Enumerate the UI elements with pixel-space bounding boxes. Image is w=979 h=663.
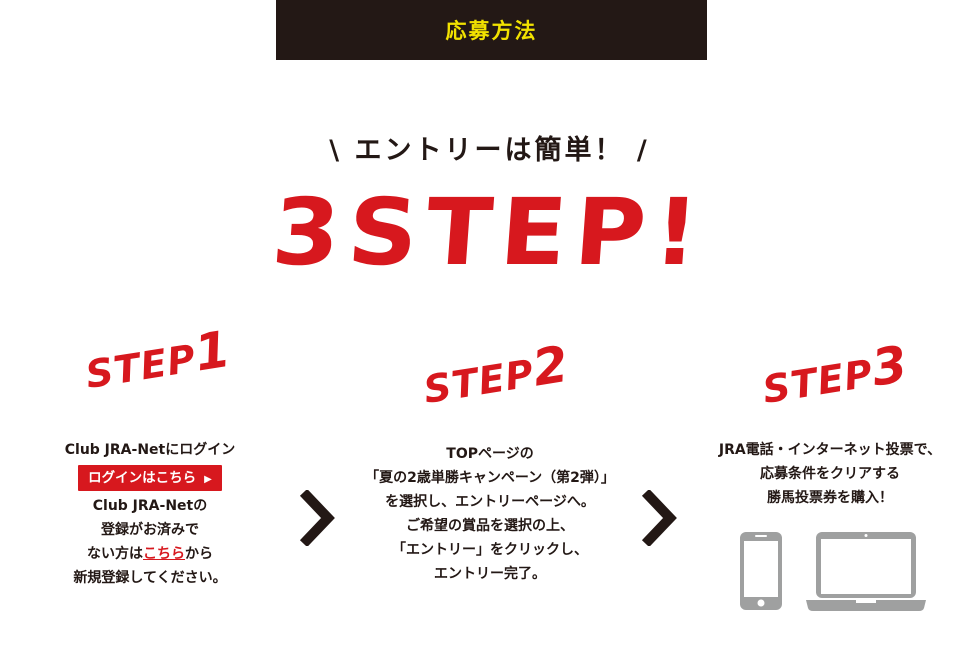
- laptop-icon: [806, 532, 926, 611]
- step2-line: TOPページの: [446, 446, 534, 462]
- step2-label-text: STEP: [420, 351, 538, 413]
- step2-line: ご希望の賞品を選択の上、: [406, 518, 574, 534]
- step3-label: STEP3: [758, 335, 912, 415]
- step3-line: JRA電話・インターネット投票で、: [718, 442, 942, 458]
- entry-tagline: \ エントリーは簡単！ /: [329, 135, 650, 166]
- chevron-right-icon: [300, 490, 335, 546]
- step1-label-num: 1: [190, 319, 236, 383]
- step1-line4: ない方はこちらから: [40, 542, 260, 566]
- step1-description: Club JRA-Netにログイン ログインはこちら ▶ Club JRA-Net…: [40, 438, 260, 590]
- three-step-title: 3STEP!: [268, 179, 711, 286]
- step2-line: エントリー完了。: [434, 566, 546, 582]
- step1-line4-post: から: [185, 546, 213, 562]
- step1-label-text: STEP: [82, 336, 200, 398]
- step1-line3: 登録がお済みで: [101, 522, 199, 538]
- login-button[interactable]: ログインはこちら ▶: [78, 465, 222, 491]
- section-title: 応募方法: [445, 19, 538, 43]
- step1-line4-pre: ない方は: [87, 546, 143, 562]
- step1-line5: 新規登録してください。: [73, 570, 227, 586]
- step1-line1: Club JRA-Netにログイン: [64, 442, 236, 458]
- login-button-label: ログインはこちら: [88, 470, 197, 486]
- step2-line: を選択し、エントリーページへ。: [385, 494, 595, 510]
- register-link[interactable]: こちら: [143, 546, 185, 562]
- step1-label: STEP1: [81, 320, 235, 400]
- step2-label: STEP2: [419, 335, 573, 415]
- chevron-right-icon: [642, 490, 677, 546]
- step1-line2: Club JRA-Netの: [92, 498, 208, 514]
- step3-label-num: 3: [867, 334, 913, 398]
- step3-label-text: STEP: [759, 351, 877, 413]
- step3-line: 勝馬投票券を購入！: [767, 490, 893, 506]
- triangle-right-icon: ▶: [204, 474, 212, 485]
- smartphone-icon: [740, 532, 782, 610]
- step3-line: 応募条件をクリアする: [760, 466, 900, 482]
- step2-description: TOPページの 「夏の2歳単勝キャンペーン（第2弾）」 を選択し、エントリーペー…: [330, 442, 650, 586]
- step2-line: 「エントリー」をクリックし、: [392, 542, 588, 558]
- step2-label-num: 2: [528, 334, 574, 398]
- step3-description: JRA電話・インターネット投票で、 応募条件をクリアする 勝馬投票券を購入！: [690, 438, 970, 510]
- section-header: 応募方法: [276, 0, 707, 60]
- step2-line: 「夏の2歳単勝キャンペーン（第2弾）」: [365, 470, 615, 486]
